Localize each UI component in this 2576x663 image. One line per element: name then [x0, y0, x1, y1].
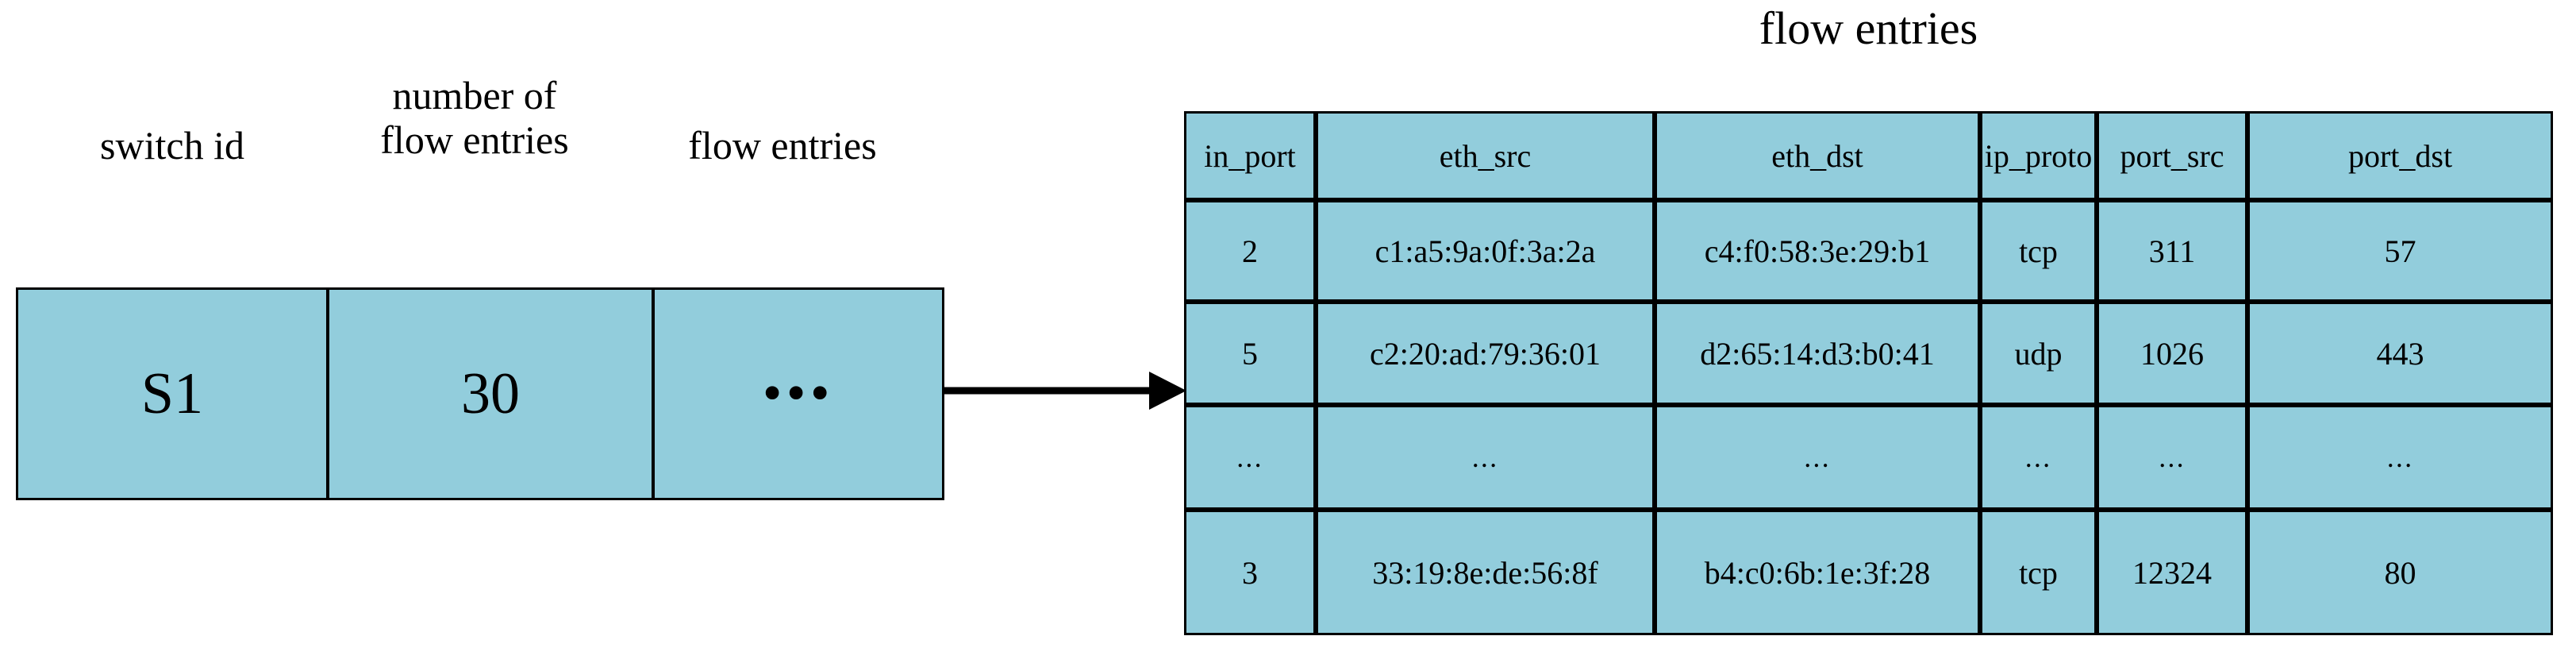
- column-header-port-src: port_src: [2097, 111, 2247, 200]
- arrow-right-icon: [944, 372, 1186, 410]
- switch-id-cell: S1: [16, 287, 329, 500]
- left-table-label-switch-id: switch id: [100, 123, 244, 168]
- switch-summary-table: S1 30 •••: [16, 287, 944, 500]
- column-header-in-port: in_port: [1184, 111, 1316, 200]
- ellipsis-cell: ...: [2247, 405, 2553, 510]
- cell-eth-dst-row-2: d2:65:14:d3:b0:41: [1655, 302, 1980, 405]
- cell-eth-src-row-4: 33:19:8e:de:56:8f: [1316, 510, 1655, 635]
- flow-entry-count-cell: 30: [327, 287, 654, 500]
- cell-in-port-row-1: 2: [1184, 200, 1316, 302]
- flow-entry-count-value: 30: [461, 360, 520, 426]
- ellipsis-cell: ...: [1184, 405, 1316, 510]
- left-table-label-number-of-flow-entries: number of flow entries: [380, 73, 569, 162]
- cell-eth-src-row-1: c1:a5:9a:0f:3a:2a: [1316, 200, 1655, 302]
- cell-port-dst-row-2: 443: [2247, 302, 2553, 405]
- column-header-ip-proto: ip_proto: [1980, 111, 2097, 200]
- column-header-eth-dst: eth_dst: [1655, 111, 1980, 200]
- ellipsis-glyph: •••: [762, 363, 835, 424]
- flow-entries-table-title: flow entries: [1759, 2, 1978, 54]
- cell-eth-dst-row-4: b4:c0:6b:1e:3f:28: [1655, 510, 1980, 635]
- cell-eth-src-row-2: c2:20:ad:79:36:01: [1316, 302, 1655, 405]
- cell-port-src-row-4: 12324: [2097, 510, 2247, 635]
- cell-port-dst-row-4: 80: [2247, 510, 2553, 635]
- cell-eth-dst-row-1: c4:f0:58:3e:29:b1: [1655, 200, 1980, 302]
- column-header-eth-src: eth_src: [1316, 111, 1655, 200]
- column-header-port-dst: port_dst: [2247, 111, 2553, 200]
- ellipsis-cell: ...: [1316, 405, 1655, 510]
- switch-id-value: S1: [140, 360, 204, 426]
- flow-entries-ref-cell: •••: [652, 287, 944, 500]
- ellipsis-cell: ...: [2097, 405, 2247, 510]
- left-table-label-flow-entries: flow entries: [688, 123, 877, 168]
- cell-port-src-row-1: 311: [2097, 200, 2247, 302]
- cell-port-src-row-2: 1026: [2097, 302, 2247, 405]
- cell-port-dst-row-1: 57: [2247, 200, 2553, 302]
- ellipsis-cell: ...: [1655, 405, 1980, 510]
- cell-in-port-row-4: 3: [1184, 510, 1316, 635]
- cell-ip-proto-row-4: tcp: [1980, 510, 2097, 635]
- ellipsis-cell: ...: [1980, 405, 2097, 510]
- cell-ip-proto-row-1: tcp: [1980, 200, 2097, 302]
- cell-in-port-row-2: 5: [1184, 302, 1316, 405]
- cell-ip-proto-row-2: udp: [1980, 302, 2097, 405]
